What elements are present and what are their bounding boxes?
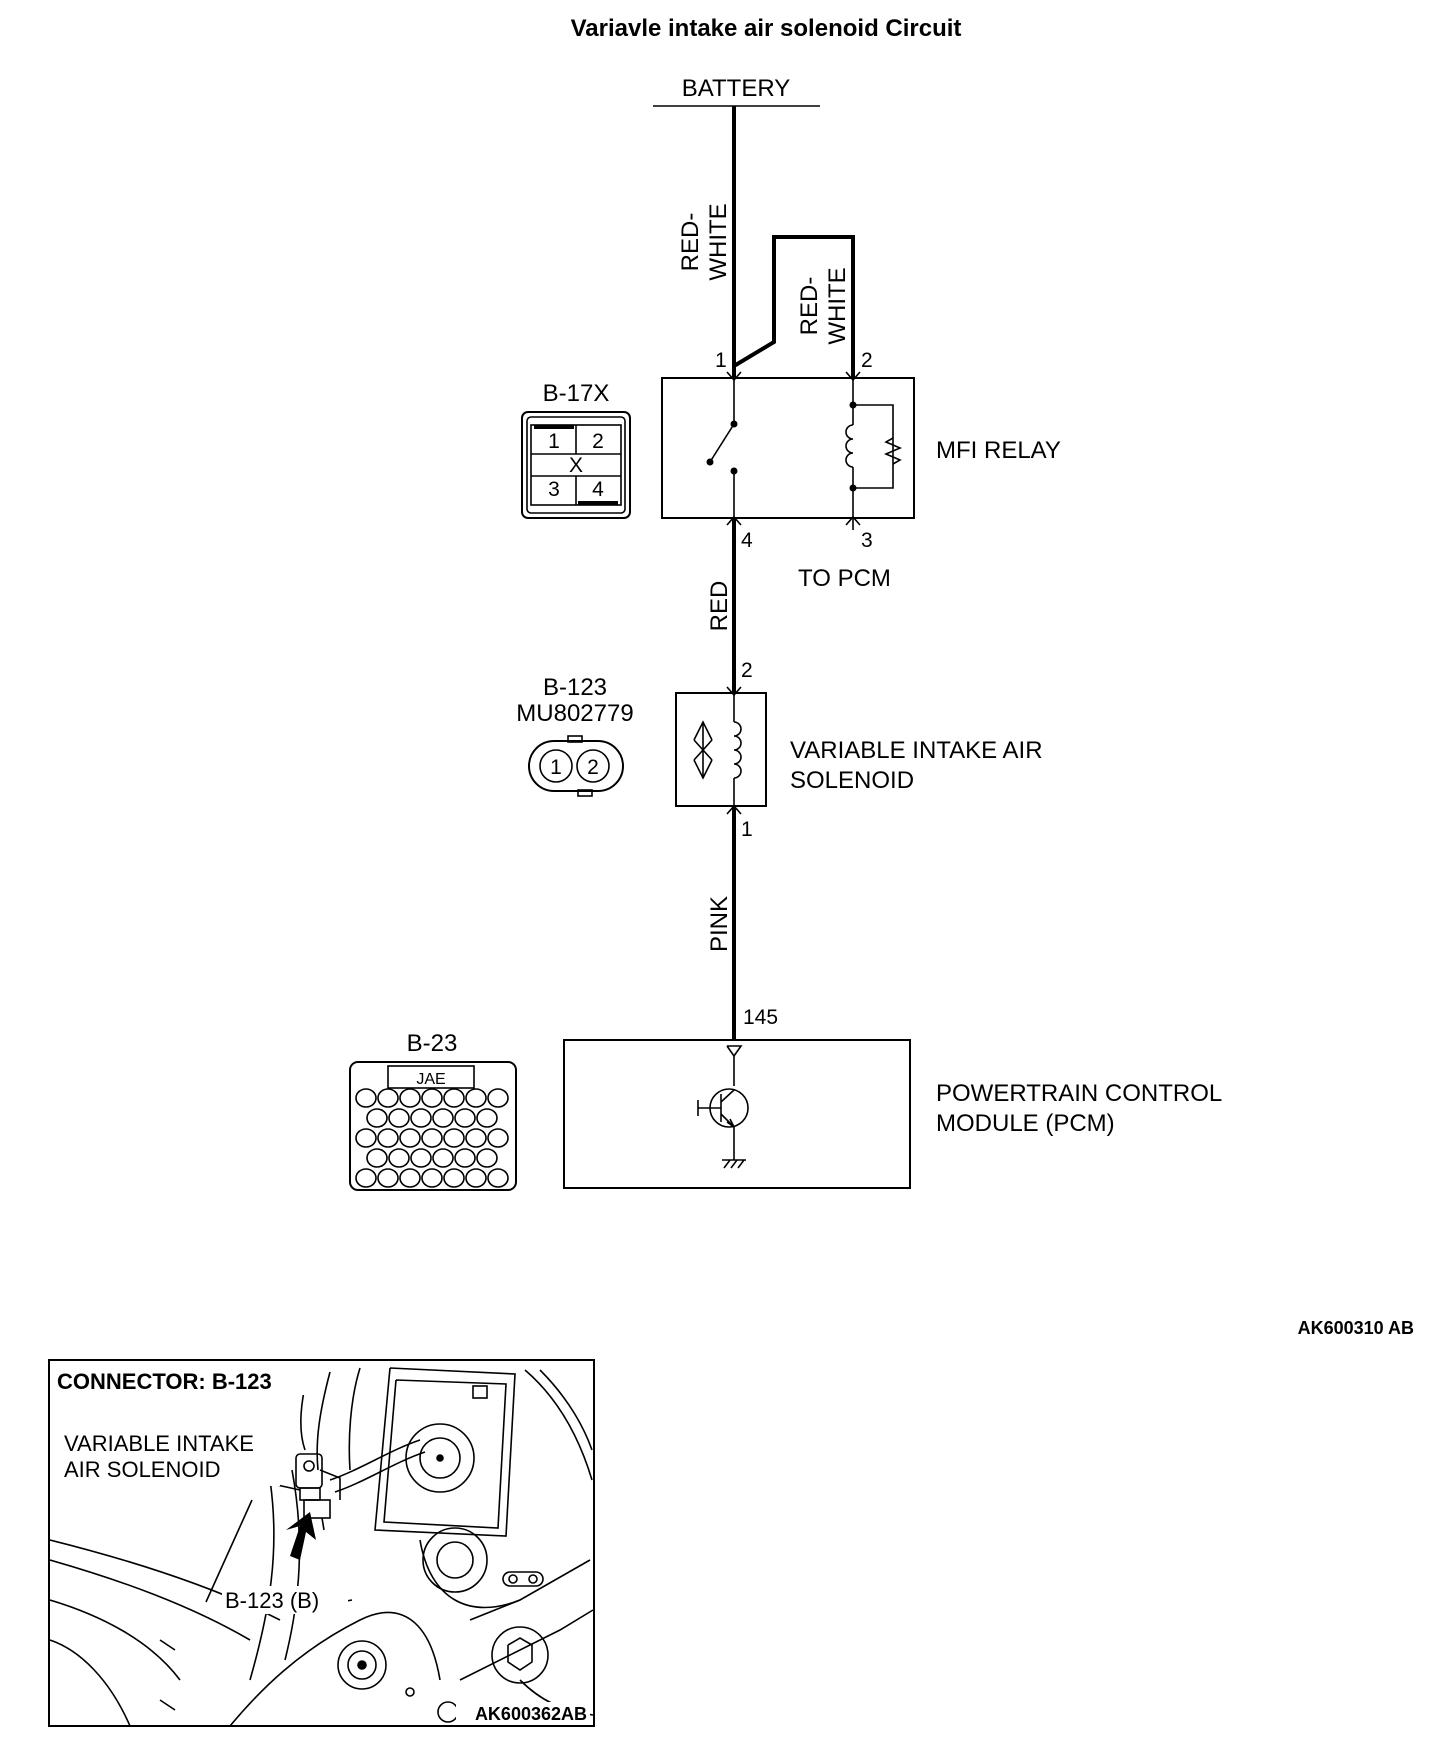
relay-pin-2: 2 bbox=[861, 349, 873, 372]
to-pcm-label: TO PCM bbox=[798, 565, 891, 592]
b23-pin-cavity bbox=[421, 1168, 443, 1188]
b23-header: JAE bbox=[416, 1071, 445, 1088]
battery-label: BATTERY bbox=[682, 75, 790, 102]
b23-pin-cavity bbox=[355, 1088, 377, 1108]
b23-pin-cavity bbox=[377, 1168, 399, 1188]
inset-engine-drawing bbox=[50, 1367, 593, 1725]
solenoid-pin-2: 2 bbox=[741, 659, 753, 682]
b17x-center: X bbox=[569, 454, 583, 477]
solenoid-symbol bbox=[693, 695, 742, 806]
b23-pin-cavity bbox=[388, 1108, 410, 1128]
pcm-transistor bbox=[697, 1045, 749, 1169]
connector-b17x: 1 2 X 3 4 bbox=[521, 411, 631, 519]
mfi-relay-label: MFI RELAY bbox=[936, 437, 1061, 464]
b23-pin-cavity bbox=[399, 1168, 421, 1188]
b17x-cell-2: 2 bbox=[592, 430, 604, 453]
inset-callout-line1: VARIABLE INTAKE bbox=[64, 1431, 254, 1456]
svg-text:WHITE: WHITE bbox=[824, 267, 851, 344]
b23-pin-cavity bbox=[465, 1088, 487, 1108]
b17x-cell-3: 3 bbox=[548, 478, 560, 501]
inset-connector-photo: CONNECTOR: B-123 VARIABLE INTAKE AIR SOL… bbox=[48, 1359, 595, 1727]
figure-id: AK600310 AB bbox=[1298, 1318, 1414, 1338]
connector-b123-part-number: MU802779 bbox=[516, 700, 633, 727]
b23-pin-cavity bbox=[476, 1108, 498, 1128]
b23-pin-cavity bbox=[410, 1148, 432, 1168]
connector-b23: JAE bbox=[349, 1061, 517, 1191]
mfi-relay-box bbox=[661, 377, 915, 519]
b23-pin-cavity bbox=[399, 1088, 421, 1108]
svg-text:PINK: PINK bbox=[706, 896, 733, 952]
connector-b123-label: B-123 bbox=[543, 674, 607, 701]
solenoid-box bbox=[675, 692, 767, 807]
b23-pin-cavity bbox=[454, 1108, 476, 1128]
b23-pin-cavity bbox=[366, 1108, 388, 1128]
b23-pin-cavity bbox=[465, 1128, 487, 1148]
b23-pin-cavity bbox=[355, 1168, 377, 1188]
relay-pin-1: 1 bbox=[715, 349, 727, 372]
b123-pin-2: 2 bbox=[587, 756, 599, 779]
inset-callout-line2: AIR SOLENOID bbox=[64, 1457, 220, 1482]
pcm-pin-145: 145 bbox=[743, 1006, 778, 1029]
diagram-title: Variavle intake air solenoid Circuit bbox=[571, 15, 962, 42]
relay-switch bbox=[706, 380, 738, 517]
b23-pin-cavity bbox=[443, 1128, 465, 1148]
relay-terminal-marks bbox=[726, 371, 861, 526]
b23-pin-cavity bbox=[421, 1128, 443, 1148]
relay-pin-4: 4 bbox=[741, 529, 753, 552]
b23-pin-cavity bbox=[432, 1108, 454, 1128]
b23-pin-cavity bbox=[377, 1088, 399, 1108]
b123-pin-1: 1 bbox=[550, 756, 562, 779]
pcm-label-line2: MODULE (PCM) bbox=[936, 1110, 1115, 1137]
wire-color-relay-to-solenoid: RED bbox=[706, 581, 733, 632]
wire-color-solenoid-to-pcm: PINK bbox=[706, 896, 733, 952]
b23-pin-cavity bbox=[399, 1128, 421, 1148]
b23-pin-cavity bbox=[476, 1148, 498, 1168]
b23-pin-cavity bbox=[443, 1168, 465, 1188]
inset-connector-callout: B-123 (B) bbox=[225, 1588, 319, 1613]
b23-pin-cavity bbox=[377, 1128, 399, 1148]
inset-leader-a bbox=[205, 1499, 253, 1603]
b23-pin-cavity bbox=[487, 1088, 509, 1108]
pcm-label-line1: POWERTRAIN CONTROL bbox=[936, 1080, 1222, 1107]
wire-color-battery-feed: RED- WHITE bbox=[677, 203, 732, 280]
svg-text:RED: RED bbox=[706, 581, 733, 632]
solenoid-label-line2: SOLENOID bbox=[790, 767, 914, 794]
b23-pin-grid bbox=[355, 1088, 509, 1188]
b23-pin-cavity bbox=[465, 1168, 487, 1188]
b17x-cell-1: 1 bbox=[548, 430, 560, 453]
b23-pin-cavity bbox=[410, 1108, 432, 1128]
b23-pin-cavity bbox=[454, 1148, 476, 1168]
b23-pin-cavity bbox=[443, 1088, 465, 1108]
connector-b23-label: B-23 bbox=[407, 1030, 458, 1057]
inset-arrow-icon bbox=[286, 1512, 316, 1560]
solenoid-label-line1: VARIABLE INTAKE AIR bbox=[790, 737, 1043, 764]
b23-pin-cavity bbox=[432, 1148, 454, 1168]
b23-pin-cavity bbox=[355, 1128, 377, 1148]
solenoid-pin-1: 1 bbox=[741, 818, 753, 841]
svg-text:RED-: RED- bbox=[796, 277, 823, 336]
wire-relay-feed bbox=[732, 235, 855, 378]
b23-pin-cavity bbox=[421, 1088, 443, 1108]
b23-pin-cavity bbox=[366, 1148, 388, 1168]
b23-pin-cavity bbox=[487, 1128, 509, 1148]
b23-pin-cavity bbox=[388, 1148, 410, 1168]
inset-figure-id: AK600362AB bbox=[475, 1704, 587, 1724]
svg-text:WHITE: WHITE bbox=[705, 203, 732, 280]
connector-b123: 1 2 bbox=[528, 735, 624, 797]
inset-title: CONNECTOR: B-123 bbox=[57, 1369, 272, 1394]
connector-b17x-label: B-17X bbox=[543, 380, 610, 407]
b23-pin-cavity bbox=[487, 1168, 509, 1188]
relay-pin-3: 3 bbox=[861, 529, 873, 552]
b17x-cell-4: 4 bbox=[592, 478, 604, 501]
pcm-box bbox=[563, 1039, 911, 1189]
wire-color-relay-feed: RED- WHITE bbox=[796, 267, 851, 344]
svg-text:RED-: RED- bbox=[677, 213, 704, 272]
relay-coil bbox=[845, 380, 903, 517]
